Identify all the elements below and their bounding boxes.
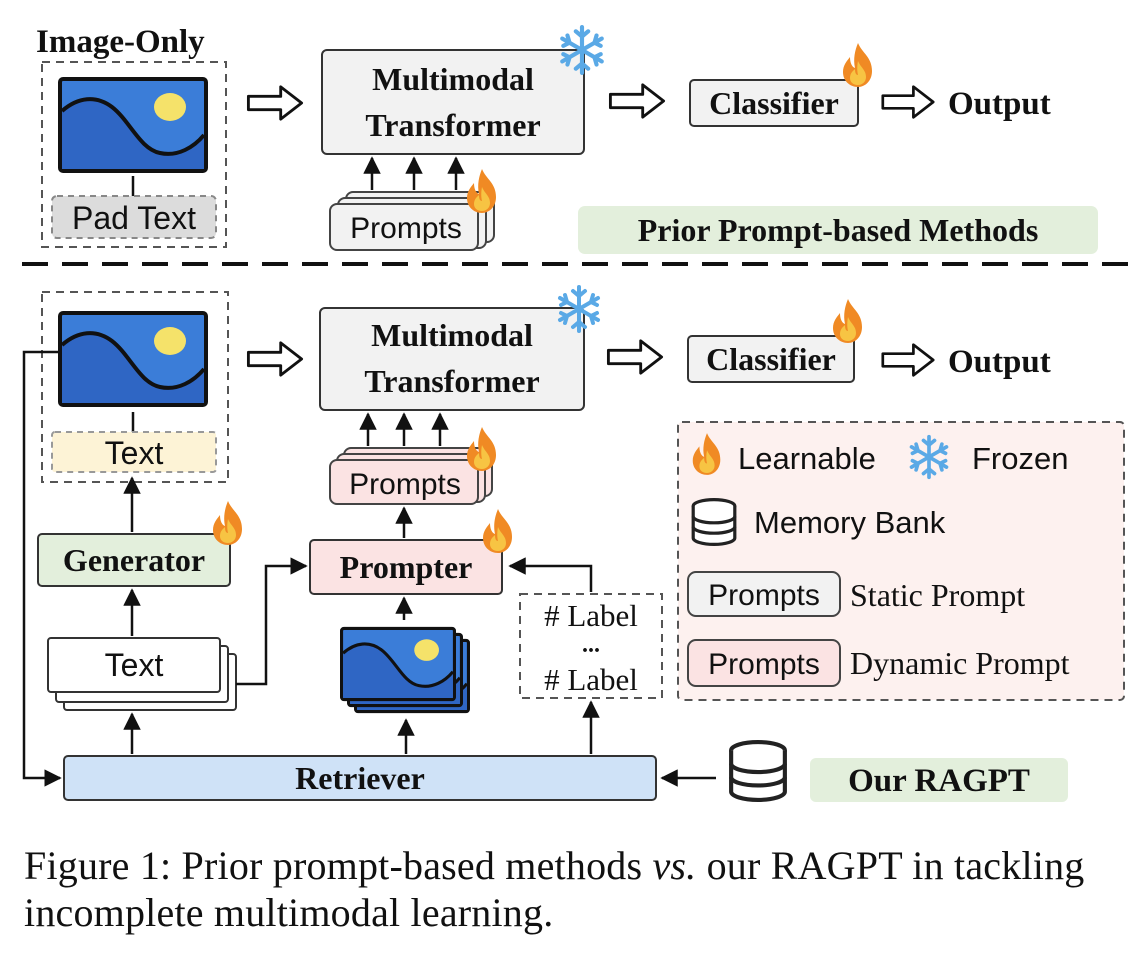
top-classifier-label: Classifier: [709, 85, 839, 121]
arrow-icon: [881, 343, 935, 377]
prompter-box: [309, 539, 503, 595]
top-prompts-chip: [329, 203, 479, 251]
legend-dynamic-label: Dynamic Prompt: [850, 645, 1070, 681]
generator-label: Generator: [63, 542, 205, 578]
flame-icon: [467, 427, 496, 471]
flame-icon: [483, 509, 512, 553]
database-icon: [691, 498, 737, 546]
pad-text-label: Pad Text: [72, 200, 196, 236]
prior-methods-banner-label: Prior Prompt-based Methods: [638, 212, 1039, 248]
bottom-transformer-line1: Multimodal: [371, 317, 533, 353]
image-only-title: Image-Only: [36, 24, 205, 60]
top-output-label: Output: [948, 86, 1051, 122]
text-slot-box: [51, 431, 217, 473]
text-slot-label: Text: [105, 435, 164, 471]
caption-prefix: Figure 1: Prior prompt-based methods: [24, 843, 643, 888]
image-icon: [60, 313, 206, 405]
prior-methods-banner: [578, 206, 1098, 254]
caption-vs: vs.: [652, 843, 697, 888]
top-classifier-box: [689, 79, 859, 127]
retriever-box: [63, 755, 657, 801]
legend-memory-bank-label: Memory Bank: [754, 505, 946, 540]
arrow-icon: [881, 85, 935, 119]
legend-box: [677, 421, 1125, 701]
top-transformer-box: [321, 49, 585, 155]
bottom-transformer-box: [319, 307, 585, 411]
image-icon: [60, 79, 206, 171]
top-transformer-line2: Transformer: [365, 107, 540, 143]
arrow-icon: [246, 85, 304, 121]
arrow-icon: [608, 83, 666, 119]
image-icon: [340, 626, 456, 702]
retrieved-text-label: Text: [105, 647, 164, 683]
bottom-transformer-line2: Transformer: [364, 363, 539, 399]
image-only-container: [41, 61, 227, 248]
legend-dynamic-chip: [687, 639, 841, 687]
labels-container: [519, 593, 663, 699]
label-ellipsis: ...: [582, 632, 600, 658]
bottom-output-label: Output: [948, 344, 1051, 380]
legend-static-chip: [687, 571, 841, 617]
pad-text-box: [51, 195, 217, 239]
bottom-prompts-label: Prompts: [349, 468, 461, 501]
bottom-classifier-box: [687, 335, 855, 383]
caption-suffix: our RAGPT in tackling incomplete multimo…: [24, 843, 1085, 935]
text-to-prompter-arrow: [236, 557, 308, 686]
arrow-icon: [246, 341, 304, 377]
legend-static-label: Static Prompt: [850, 577, 1025, 613]
labels-to-prompter-arrow: [508, 557, 593, 592]
label-item: # Label: [544, 598, 638, 633]
flame-icon: [467, 169, 496, 213]
flame-icon: [213, 501, 242, 545]
legend-dynamic-chip-label: Prompts: [708, 648, 820, 681]
prompter-label: Prompter: [340, 549, 473, 585]
generator-box: [37, 533, 231, 587]
flame-icon: [833, 299, 862, 343]
database-icon: [731, 742, 785, 800]
legend-static-chip-label: Prompts: [708, 579, 820, 612]
bottom-classifier-label: Classifier: [706, 341, 836, 377]
flame-icon: [843, 43, 872, 87]
bottom-prompts-chip: [329, 459, 479, 505]
retriever-label: Retriever: [295, 760, 425, 796]
legend-learnable-label: Learnable: [738, 441, 876, 476]
figure-caption: Figure 1: Prior prompt-based methods vs.…: [24, 842, 1124, 936]
ragpt-banner: [810, 758, 1068, 802]
arrow-icon: [606, 339, 664, 375]
ragpt-banner-label: Our RAGPT: [848, 763, 1030, 799]
retrieved-text-box: [47, 637, 221, 693]
legend-frozen-label: Frozen: [972, 441, 1068, 476]
top-transformer-line1: Multimodal: [372, 61, 534, 97]
label-item: # Label: [544, 662, 638, 697]
image-to-retriever-arrow: [22, 350, 62, 787]
top-prompts-label: Prompts: [350, 212, 462, 245]
